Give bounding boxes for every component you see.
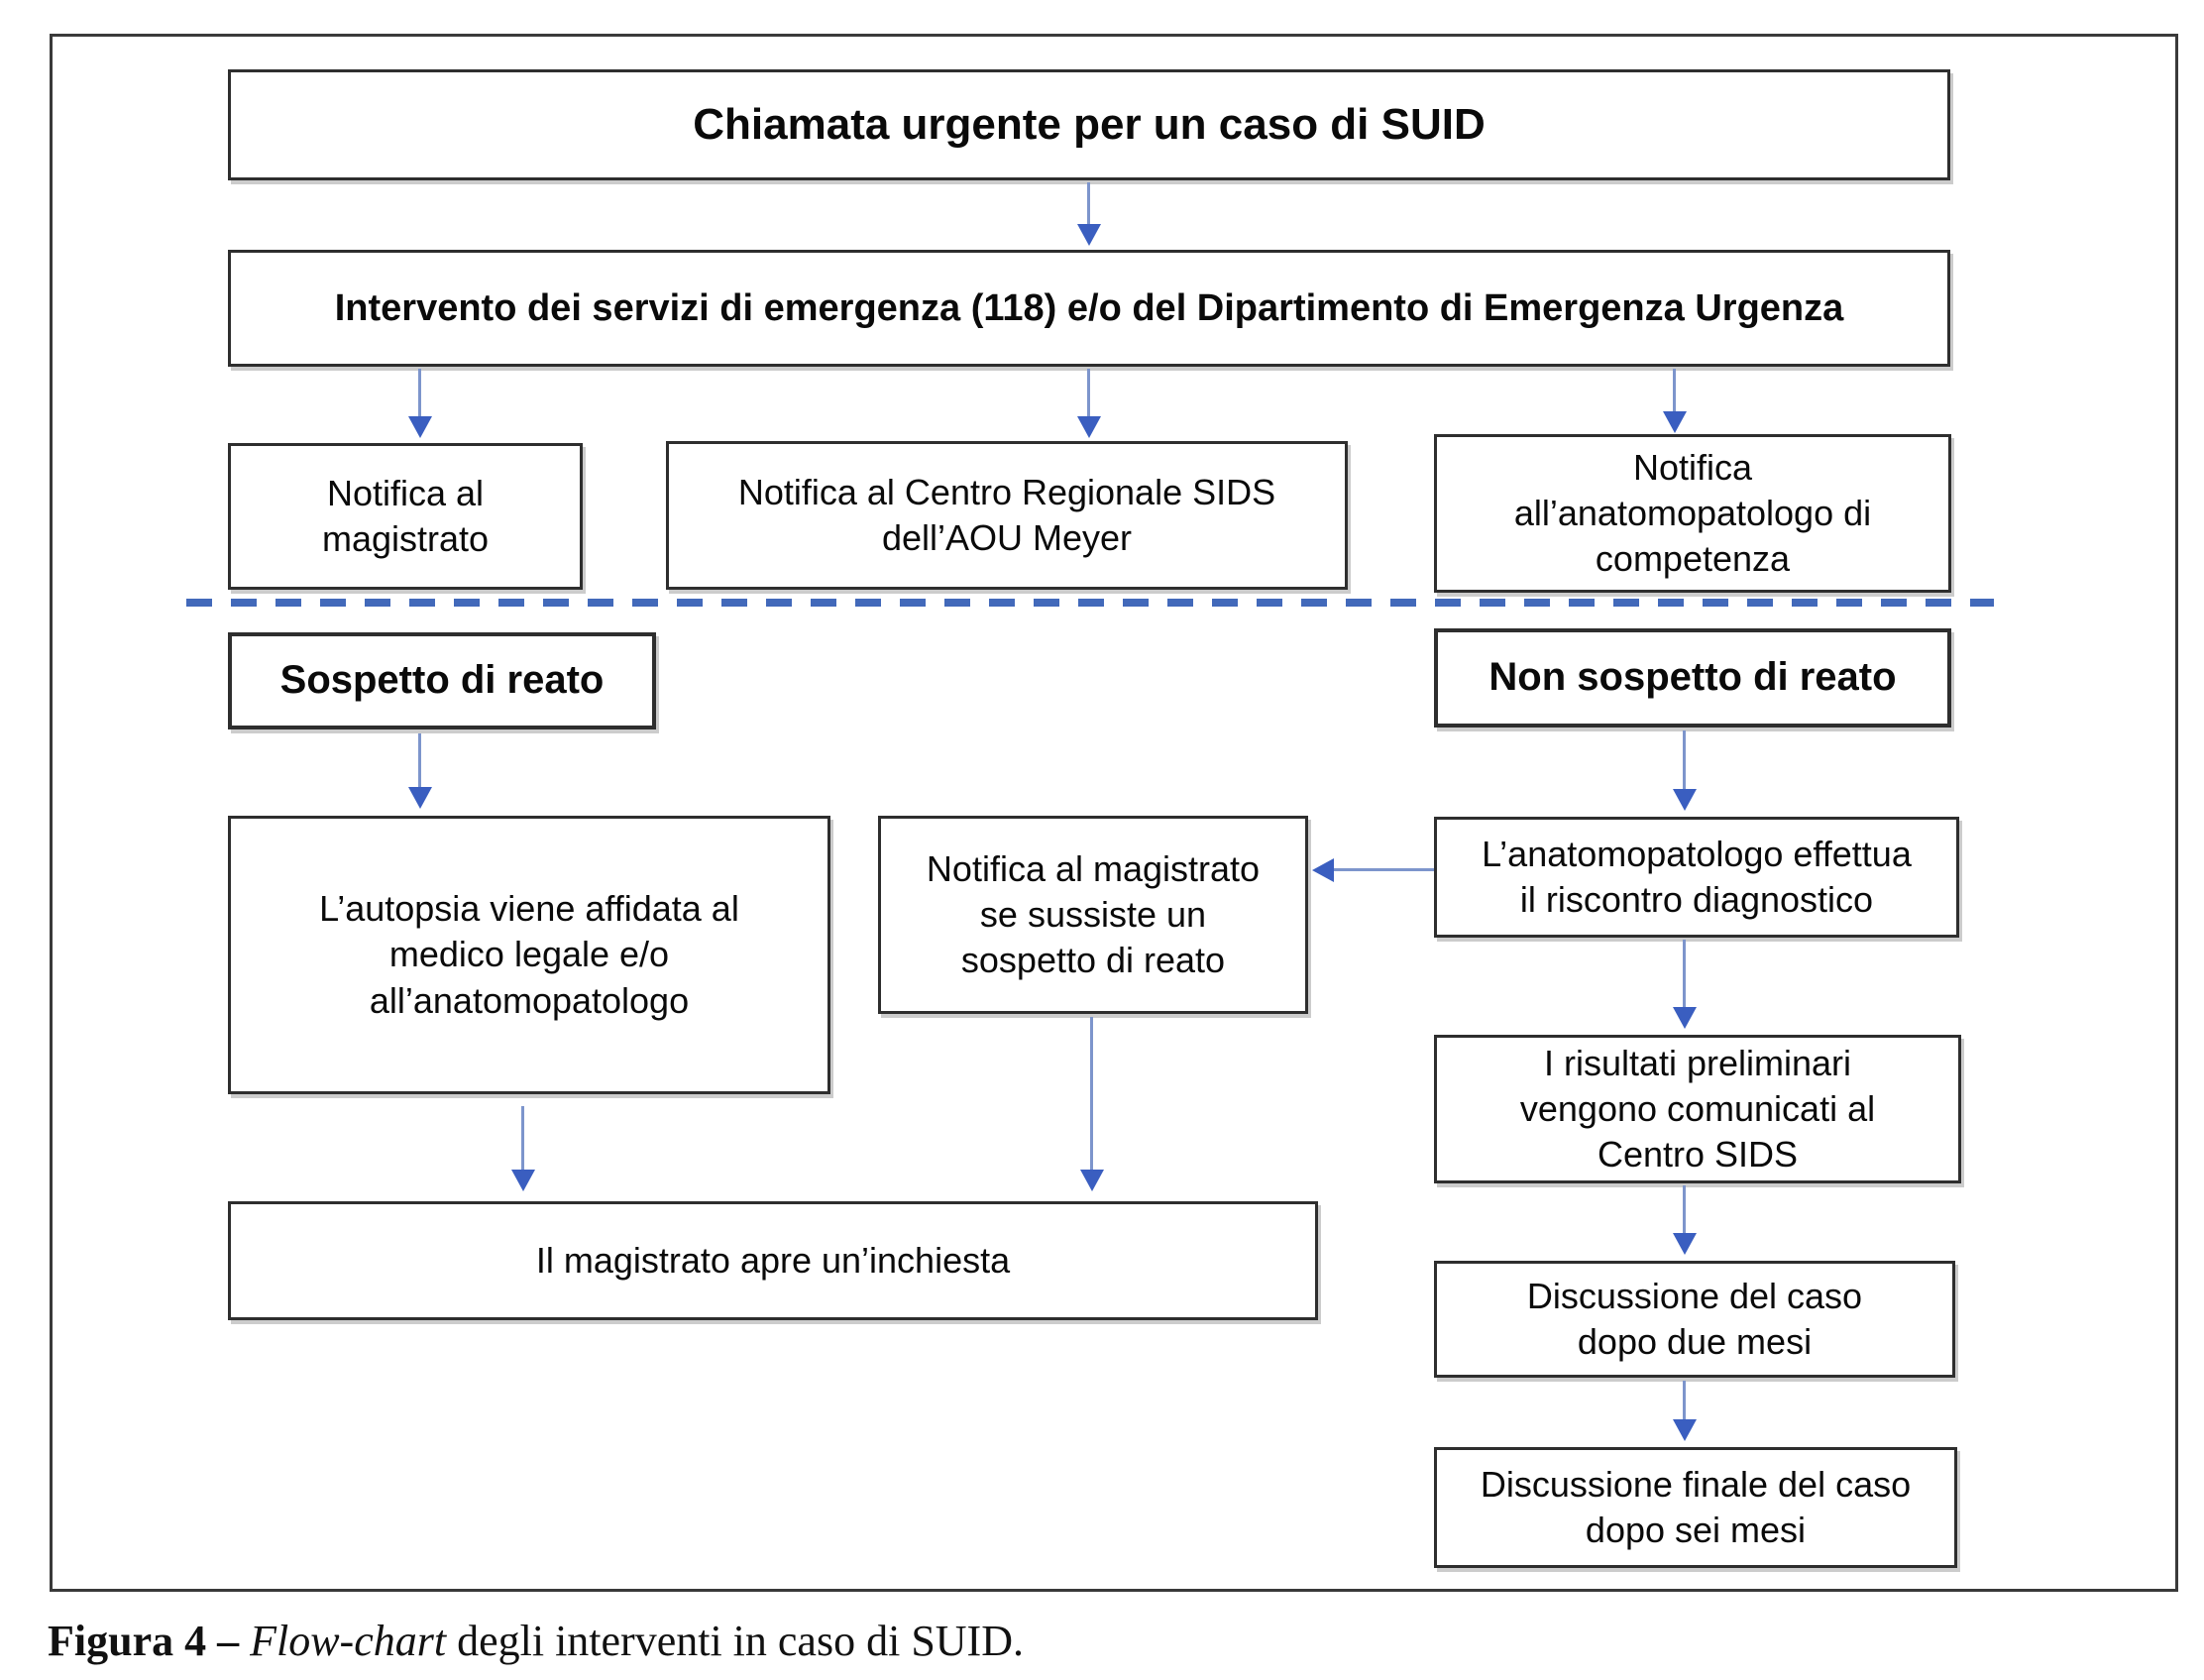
node-notifica-anatomopatologo: Notifica all’anatomopatologo di competen… [1434,434,1951,593]
arrow-down-icon [418,733,421,787]
node-intervento-emergenza: Intervento dei servizi di emergenza (118… [228,250,1950,367]
arrow-left-icon [1334,868,1434,871]
arrow-down-icon [1087,182,1090,224]
arrow-down-icon [1683,1185,1686,1233]
caption-italic-term: Flow-chart [250,1617,447,1665]
node-notifica-magistrato: Notifica al magistrato [228,443,583,590]
node-chiamata-urgente: Chiamata urgente per un caso di SUID [228,69,1950,180]
node-riscontro-diagnostico: L’anatomopatologo effettua il riscontro … [1434,817,1959,938]
caption-label: Figura 4 – [48,1617,251,1665]
node-magistrato-inchiesta: Il magistrato apre un’inchiesta [228,1201,1318,1320]
arrow-down-icon [1683,730,1686,789]
node-non-sospetto-di-reato: Non sospetto di reato [1434,628,1951,728]
arrow-down-icon [1683,1381,1686,1419]
caption-text: degli interventi in caso di SUID. [446,1617,1024,1665]
arrow-down-icon [1090,1017,1093,1170]
node-autopsia-affidata: L’autopsia viene affidata al medico lega… [228,816,830,1094]
node-notifica-se-sussiste: Notifica al magistrato se sussiste un so… [878,816,1308,1014]
node-notifica-centro-sids: Notifica al Centro Regionale SIDS dell’A… [666,441,1348,590]
arrow-down-icon [521,1106,524,1170]
arrow-down-icon [1683,940,1686,1007]
arrow-down-icon [1673,369,1676,411]
node-discussione-due-mesi: Discussione del caso dopo due mesi [1434,1261,1955,1378]
arrow-down-icon [1087,369,1090,416]
dashed-separator-line [186,599,1994,607]
arrow-down-icon [418,369,421,416]
figure-caption: Figura 4 – Flow-chart degli interventi i… [48,1616,1633,1666]
node-risultati-preliminari: I risultati preliminari vengono comunica… [1434,1035,1961,1183]
node-discussione-sei-mesi: Discussione finale del caso dopo sei mes… [1434,1447,1957,1568]
node-sospetto-di-reato: Sospetto di reato [228,632,656,729]
